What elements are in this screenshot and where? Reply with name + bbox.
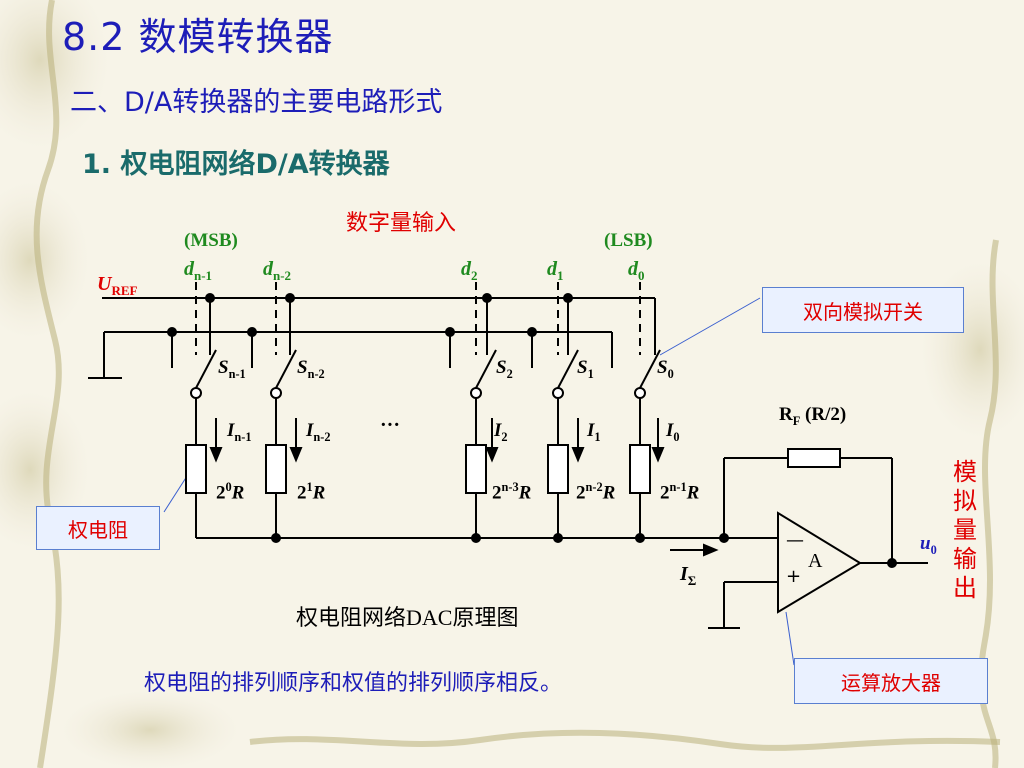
bit-label-d2: d2 [461, 258, 478, 283]
switch-label-sn1: Sn-1 [218, 357, 246, 381]
opamp-plus-sign: + [786, 566, 802, 587]
resistor-label-r1: 21R [297, 480, 326, 504]
ellipsis-label: ··· [380, 414, 401, 436]
msb-label: (MSB) [184, 230, 238, 251]
current-label-in2: In-2 [306, 420, 331, 444]
opamp-label: A [808, 550, 823, 572]
opamp-callout: 运算放大器 [794, 658, 988, 704]
weighted-resistor-callout: 权电阻 [36, 506, 160, 550]
current-label-i2: I2 [494, 420, 508, 444]
bidirectional-switch-callout: 双向模拟开关 [762, 287, 964, 333]
feedback-resistor-label: RF (R/2) [779, 404, 847, 428]
resistor-label-r2: 2n-3R [492, 480, 532, 504]
bit-label-d1: d1 [547, 258, 564, 283]
resistor-label-r4: 2n-1R [660, 480, 700, 504]
switch-label-s0: S0 [657, 357, 674, 381]
summary-note: 权电阻的排列顺序和权值的排列顺序相反。 [144, 671, 563, 696]
subsection-heading: 1. 权电阻网络D/A转换器 [82, 149, 390, 180]
bit-label-dn2: dn-2 [263, 258, 292, 283]
uref-label: UREF [97, 273, 138, 298]
digital-input-label: 数字量输入 [346, 211, 457, 236]
diagram-caption: 权电阻网络DAC原理图 [296, 605, 519, 630]
sum-current-label: IΣ [680, 563, 697, 588]
switch-label-sn2: Sn-2 [297, 357, 325, 381]
bit-label-dn1: dn-1 [184, 258, 213, 283]
lsb-label: (LSB) [604, 230, 653, 251]
output-voltage-label: u0 [920, 533, 937, 557]
analog-output-label: 模拟量输出 [953, 458, 977, 602]
resistor-label-r3: 2n-2R [576, 480, 616, 504]
bit-label-d0: d0 [628, 258, 645, 283]
switch-label-s2: S2 [496, 357, 513, 381]
switch-label-s1: S1 [577, 357, 594, 381]
opamp-minus-sign: — [786, 530, 804, 551]
page-title: 8.2 数模转换器 [62, 15, 334, 59]
current-label-i1: I1 [587, 420, 601, 444]
current-label-in1: In-1 [227, 420, 252, 444]
current-label-i0: I0 [666, 420, 680, 444]
section-subtitle: 二、D/A转换器的主要电路形式 [70, 87, 443, 118]
resistor-label-r0: 20R [216, 480, 245, 504]
